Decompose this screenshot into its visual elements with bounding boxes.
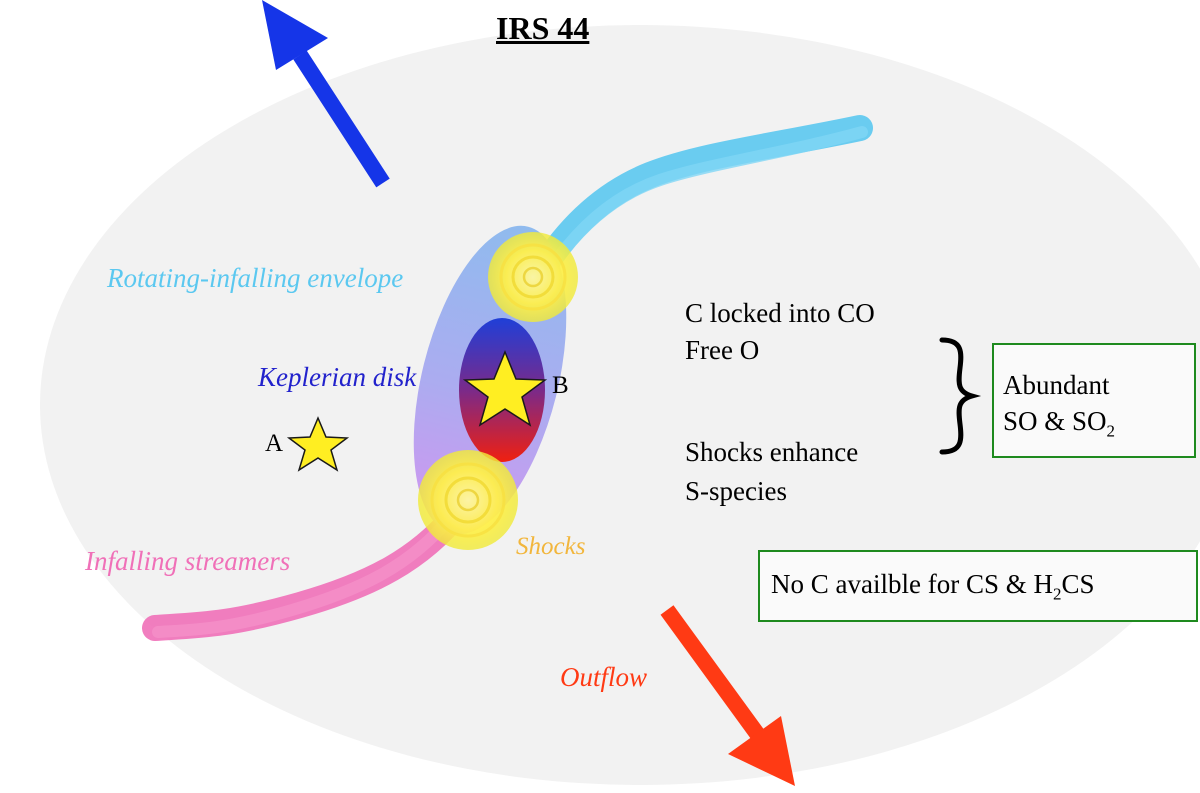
note-c-locked: C locked into CO [685, 298, 875, 328]
envelope-streamer [517, 115, 873, 303]
no-c-box: No C availble for CS & H2CS [758, 550, 1198, 622]
label-infalling-streamers: Infalling streamers [85, 546, 291, 576]
label-star-a: A [265, 430, 284, 457]
infalling-streamer [142, 497, 473, 641]
abundant-line1: Abundant [1003, 370, 1110, 400]
abundant-line2: SO & SO2 [1003, 406, 1116, 441]
shock-lower [418, 450, 518, 550]
label-star-b: B [552, 372, 569, 399]
shock-upper [488, 232, 578, 322]
label-outflow: Outflow [560, 662, 648, 692]
star-a-icon [286, 416, 350, 472]
abundant-box: Abundant SO & SO2 [992, 343, 1196, 458]
outflow-arrow-red [660, 605, 795, 786]
page-title: IRS 44 [496, 10, 590, 46]
note-free-o: Free O [685, 335, 760, 365]
label-envelope: Rotating-infalling envelope [107, 263, 404, 293]
star-b-icon [462, 350, 548, 427]
outflow-arrow-blue [262, 0, 390, 188]
note-s-species: S-species [685, 476, 787, 506]
label-shocks: Shocks [516, 533, 586, 560]
label-keplerian-disk: Keplerian disk [258, 362, 417, 392]
brace-icon [939, 337, 982, 455]
note-shocks-enhance: Shocks enhance [685, 437, 859, 467]
